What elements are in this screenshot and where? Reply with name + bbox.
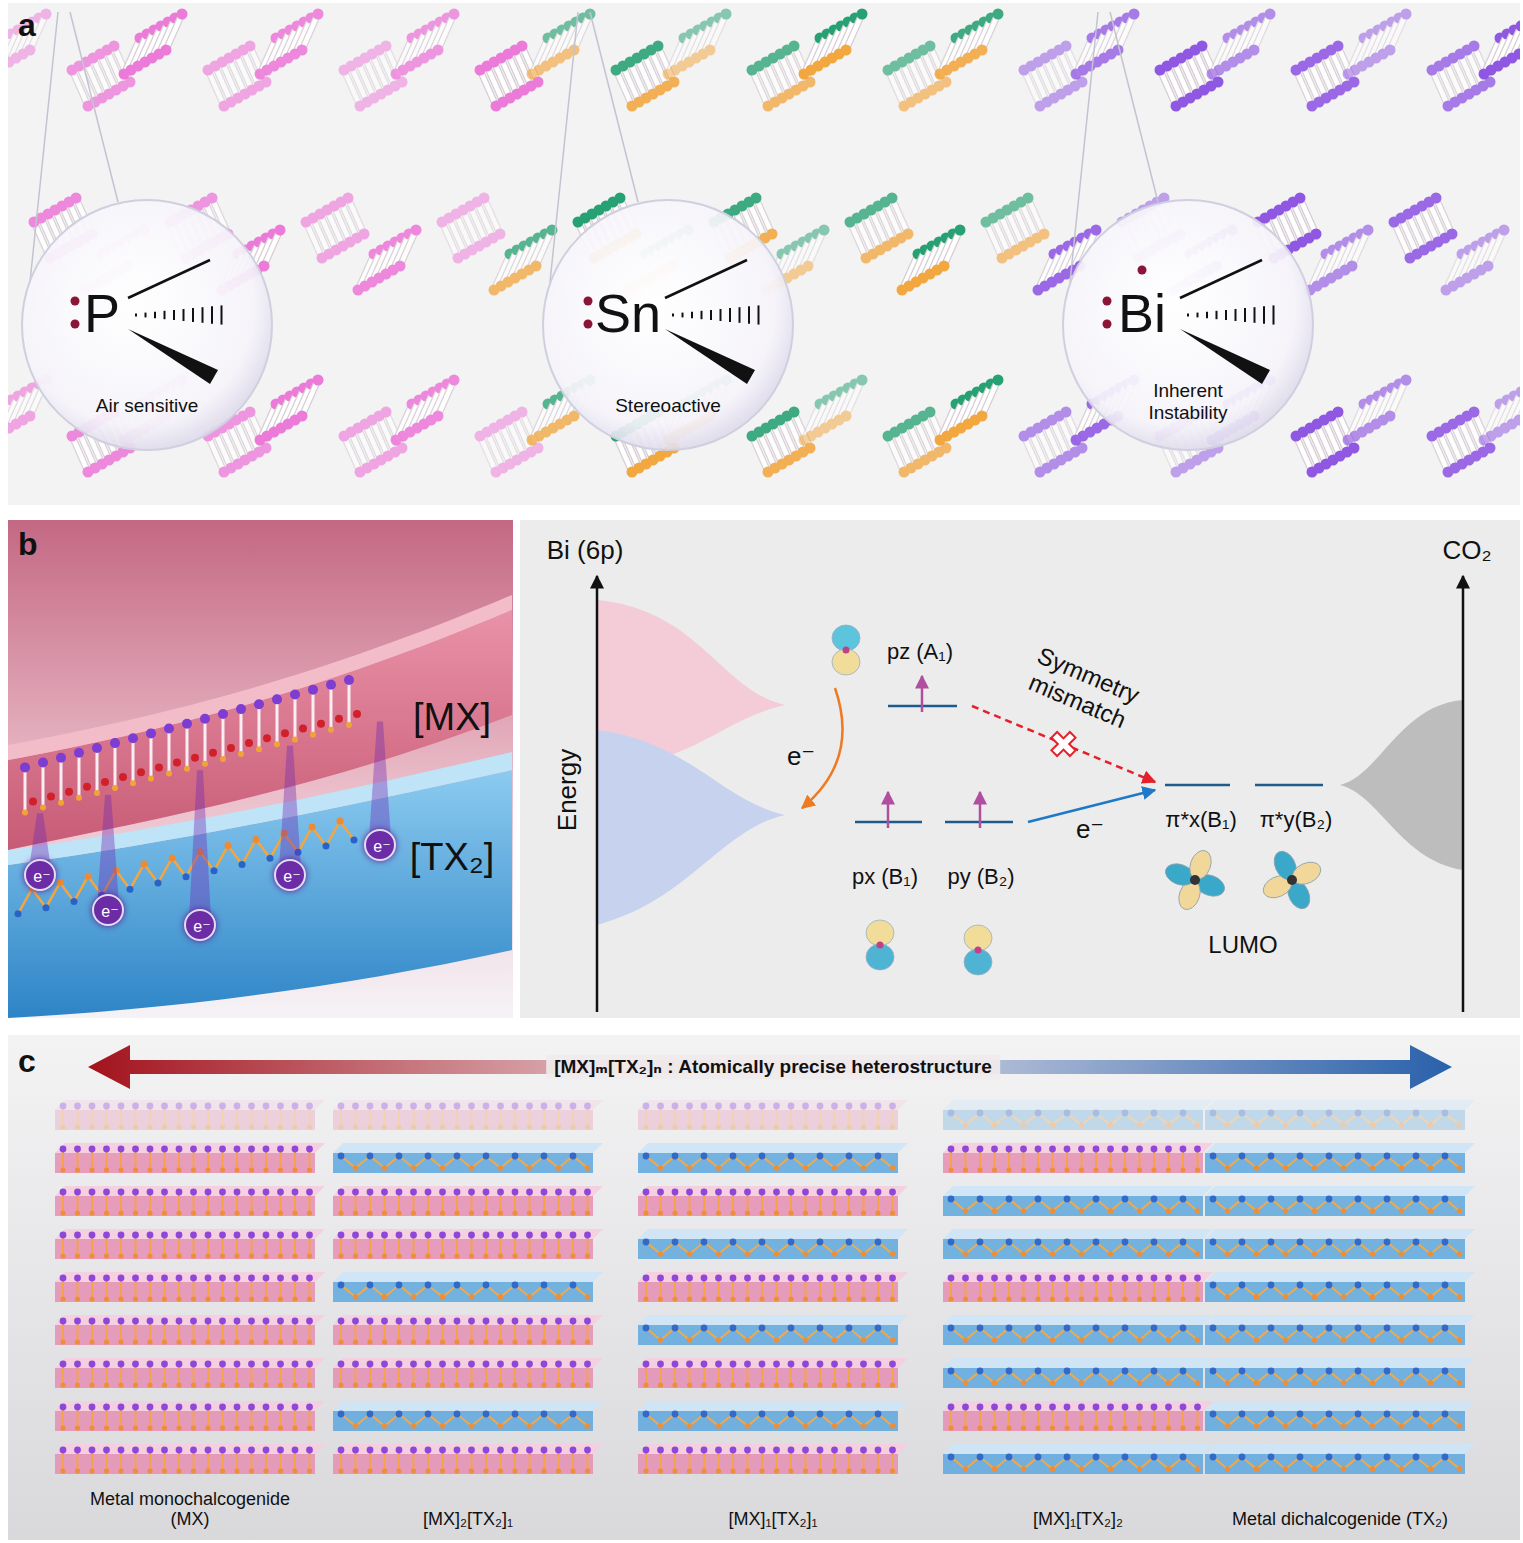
figure: aPAir sensitiveSnStereoactiveBiInherent … (0, 0, 1523, 1543)
